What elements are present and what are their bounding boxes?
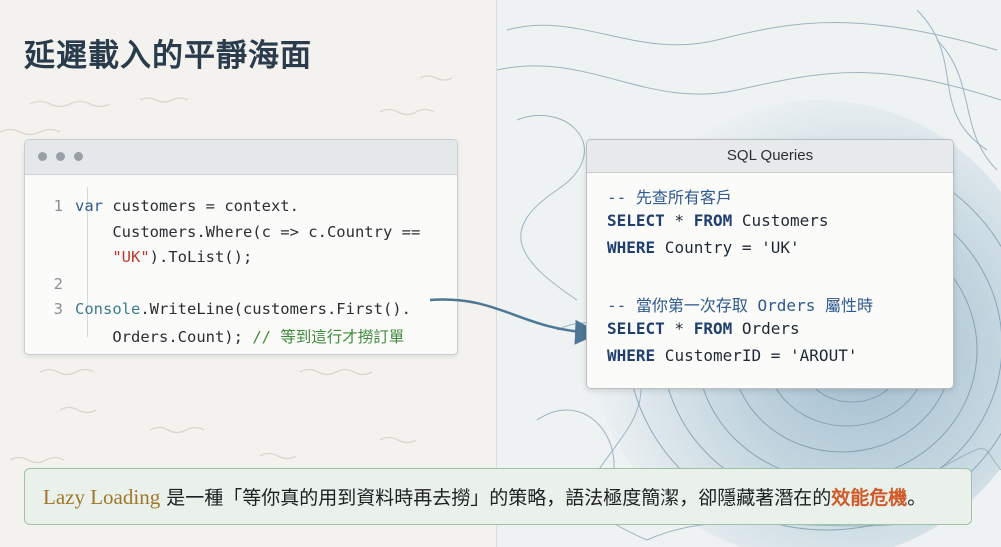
code-editor-window: 1 var customers = context. Customers.Wher… [24, 139, 458, 355]
line-number-gutter [87, 187, 88, 337]
sql-comment: -- 當你第一次存取 Orders 屬性時 [607, 296, 873, 315]
sql-keyword: WHERE [607, 238, 656, 257]
sql-line: -- 當你第一次存取 Orders 屬性時 [607, 292, 873, 316]
code-line: Orders.Count); // 等到這行才撈訂單 [75, 325, 404, 347]
code-line: Customers.Where(c => c.Country == [75, 223, 420, 241]
panel-divider [496, 0, 497, 547]
window-dot-icon [56, 152, 65, 161]
page-title: 延遲載入的平靜海面 [24, 38, 312, 74]
sql-line: -- 先查所有客戶 [607, 184, 732, 208]
sql-text: CustomerID = 'AROUT' [655, 346, 858, 365]
code-token: // 等到這行才撈訂單 [252, 328, 405, 346]
editor-title-bar [25, 140, 457, 175]
sql-keyword: WHERE [607, 346, 656, 365]
sql-text: * [664, 211, 694, 230]
code-token: Customers.Where(c => c.Country == [75, 223, 421, 241]
summary-end: 。 [907, 487, 927, 509]
sql-queries-window: SQL Queries -- 先查所有客戶 SELECT * FROM Custo… [586, 139, 954, 389]
term-highlight: Lazy Loading [43, 485, 161, 509]
code-line: var customers = context. [75, 197, 299, 215]
sql-keyword: SELECT [607, 319, 665, 338]
sql-line: WHERE CustomerID = 'AROUT' [607, 346, 857, 365]
summary-callout: Lazy Loading 是一種「等你真的用到資料時再去撈」的策略，語法極度簡潔… [24, 468, 972, 525]
code-token: Console [75, 300, 141, 318]
code-line: "UK").ToList(); [75, 248, 252, 266]
line-number: 1 [53, 197, 63, 215]
sql-text: * [664, 319, 694, 338]
line-number: 2 [53, 275, 63, 293]
sql-window-title: SQL Queries [587, 140, 953, 173]
window-dot-icon [74, 152, 83, 161]
code-token: .WriteLine(customers.First(). [140, 300, 411, 318]
code-token: "UK" [112, 248, 150, 266]
sql-line: SELECT * FROM Orders [607, 319, 800, 338]
window-dot-icon [38, 152, 47, 161]
line-number: 3 [53, 300, 63, 318]
sql-text: Country = 'UK' [655, 238, 800, 257]
code-token: Orders.Count); [75, 328, 253, 346]
sql-comment: -- 先查所有客戶 [607, 188, 732, 207]
sql-text: Customers [732, 211, 829, 230]
sql-keyword: FROM [693, 211, 733, 230]
sql-line: WHERE Country = 'UK' [607, 238, 800, 257]
summary-text: Lazy Loading 是一種「等你真的用到資料時再去撈」的策略，語法極度簡潔… [43, 483, 926, 510]
warning-text: 效能危機 [831, 487, 908, 509]
sql-line: SELECT * FROM Customers [607, 211, 829, 230]
wave-decoration [0, 75, 453, 464]
arrow-icon [429, 298, 600, 345]
sql-text: Orders [732, 319, 800, 338]
sql-keyword: FROM [693, 319, 733, 338]
summary-body: 是一種「等你真的用到資料時再去撈」的策略，語法極度簡潔，卻隱藏著潛在的 [160, 487, 832, 509]
code-token: customers = context. [103, 197, 299, 215]
sql-keyword: SELECT [607, 211, 665, 230]
code-line: Console.WriteLine(customers.First(). [75, 300, 411, 318]
code-token: ).ToList(); [149, 248, 253, 266]
code-token: var [75, 197, 103, 215]
